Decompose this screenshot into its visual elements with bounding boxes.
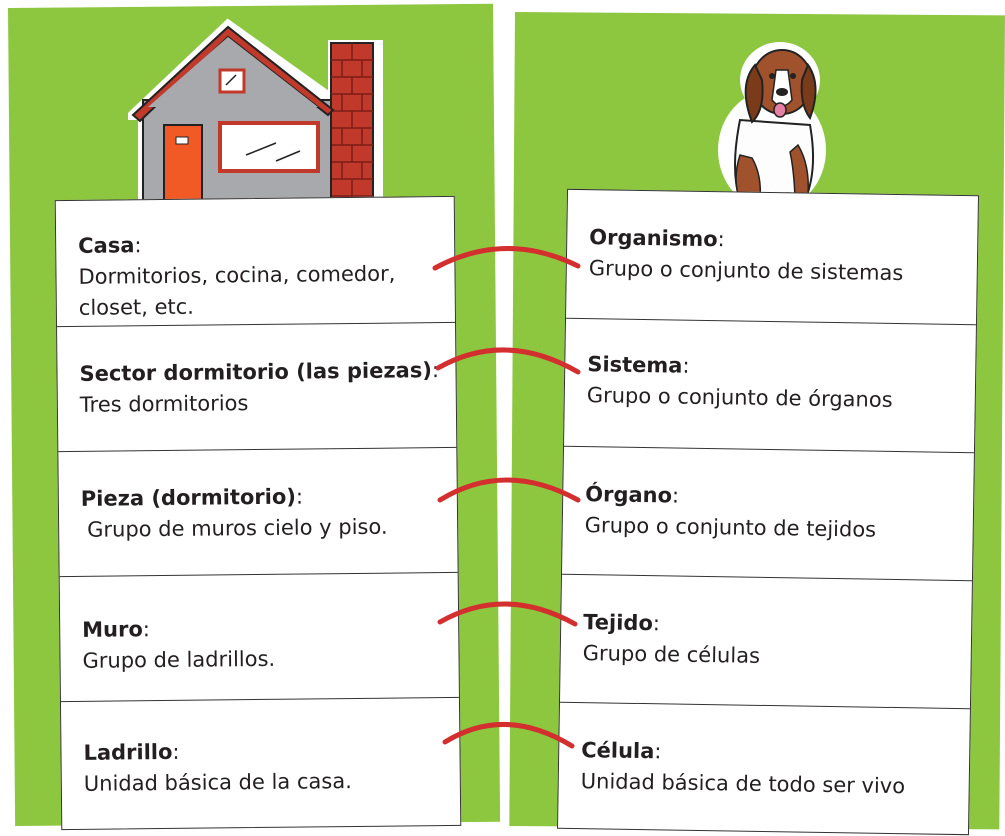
term-separator: :	[431, 358, 440, 383]
list-item: Muro: Grupo de ladrillos.	[59, 571, 459, 702]
organism-hierarchy-card: Organismo: Grupo o conjunto de sistemas …	[556, 188, 980, 836]
list-item: Sector dormitorio (las piezas): Tres dor…	[57, 321, 457, 452]
list-item: Sistema: Grupo o conjunto de órganos	[564, 317, 976, 453]
term-label: Tejido	[583, 610, 654, 636]
term-label: Organismo	[589, 225, 718, 252]
term-separator: :	[134, 233, 142, 258]
term-description: Grupo o conjunto de órganos	[586, 383, 893, 412]
term-description: Unidad básica de todo ser vivo	[580, 769, 906, 799]
term-separator: :	[142, 617, 151, 642]
list-item: Casa: Dormitorios, cocina, comedor, clos…	[56, 197, 455, 326]
list-item: Organismo: Grupo o conjunto de sistemas	[566, 190, 978, 324]
term-label: Sistema	[587, 352, 683, 378]
list-item: Tejido: Grupo de células	[559, 573, 972, 709]
term-separator: :	[172, 739, 180, 764]
term-description: Grupo o conjunto de tejidos	[584, 513, 877, 542]
term-description: Grupo de células	[582, 641, 761, 668]
term-label: Muro	[82, 617, 143, 642]
term-description: Dormitorios, cocina, comedor,	[78, 261, 396, 289]
term-description: Grupo o conjunto de sistemas	[588, 256, 904, 286]
term-description: Grupo de muros cielo y piso.	[87, 514, 388, 542]
house-icon	[128, 18, 383, 210]
list-item: Ladrillo: Unidad básica de la casa.	[60, 696, 461, 832]
term-description: Tres dormitorios	[79, 391, 249, 417]
term-separator: :	[671, 483, 680, 508]
list-item: Pieza (dormitorio): Grupo de muros cielo…	[58, 446, 458, 577]
term-description: Grupo de ladrillos.	[82, 646, 276, 673]
term-description-line2: closet, etc.	[78, 294, 195, 320]
term-label: Célula	[581, 738, 655, 764]
term-label: Órgano	[585, 482, 673, 508]
term-description: Unidad básica de la casa.	[83, 769, 352, 796]
term-label: Pieza (dormitorio)	[80, 484, 297, 511]
dog-icon	[718, 42, 826, 210]
term-separator: :	[652, 611, 661, 636]
term-label: Casa	[78, 233, 135, 258]
term-label: Ladrillo	[83, 739, 173, 765]
house-hierarchy-card: Casa: Dormitorios, cocina, comedor, clos…	[54, 195, 462, 832]
term-separator: :	[717, 227, 725, 252]
list-item: Órgano: Grupo o conjunto de tejidos	[562, 445, 974, 581]
term-separator: :	[295, 484, 304, 509]
term-label: Sector dormitorio (las piezas)	[79, 358, 432, 386]
list-item: Célula: Unidad básica de todo ser vivo	[557, 701, 970, 836]
term-separator: :	[682, 353, 690, 378]
term-separator: :	[654, 739, 662, 764]
